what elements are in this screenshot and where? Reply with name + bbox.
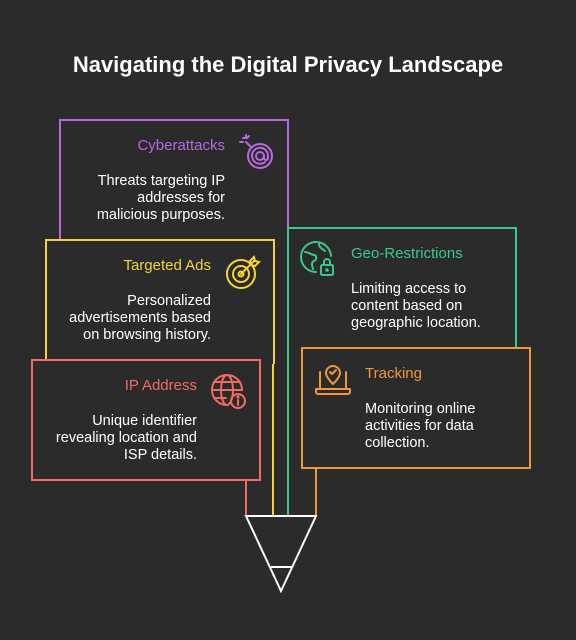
card-targeted-ads-title: Targeted Ads [123, 257, 211, 274]
globe-info-icon [209, 372, 249, 412]
diagram-title: Navigating the Digital Privacy Landscape [72, 52, 504, 77]
card-tracking-desc: Monitoring online activities for data co… [365, 401, 476, 451]
card-targeted-ads-desc: Personalized advertisements based on bro… [69, 293, 211, 343]
card-tracking: Tracking Monitoring online activities fo… [301, 347, 531, 469]
card-ip-address: IP Address Unique identifier revealing l… [31, 359, 261, 481]
globe-lock-icon [299, 240, 339, 280]
card-geo-restrictions-title: Geo-Restrictions [351, 245, 463, 262]
card-targeted-ads: Targeted Ads Personalized advertisements… [45, 239, 275, 364]
card-ip-address-title: IP Address [124, 377, 197, 394]
card-ip-address-desc: Unique identifier revealing location and… [55, 413, 197, 463]
laptop-location-icon [313, 360, 353, 400]
bomb-at-icon [237, 132, 277, 172]
card-geo-restrictions: Geo-Restrictions Limiting access to cont… [287, 227, 517, 352]
card-cyberattacks: Cyberattacks Threats targeting IP addres… [59, 119, 289, 244]
target-icon [223, 252, 263, 292]
card-geo-restrictions-desc: Limiting access to content based on geog… [351, 281, 481, 331]
card-cyberattacks-desc: Threats targeting IP addresses for malic… [96, 173, 225, 223]
card-cyberattacks-title: Cyberattacks [137, 137, 225, 154]
funnel-shape [244, 515, 318, 594]
card-tracking-title: Tracking [365, 365, 422, 382]
